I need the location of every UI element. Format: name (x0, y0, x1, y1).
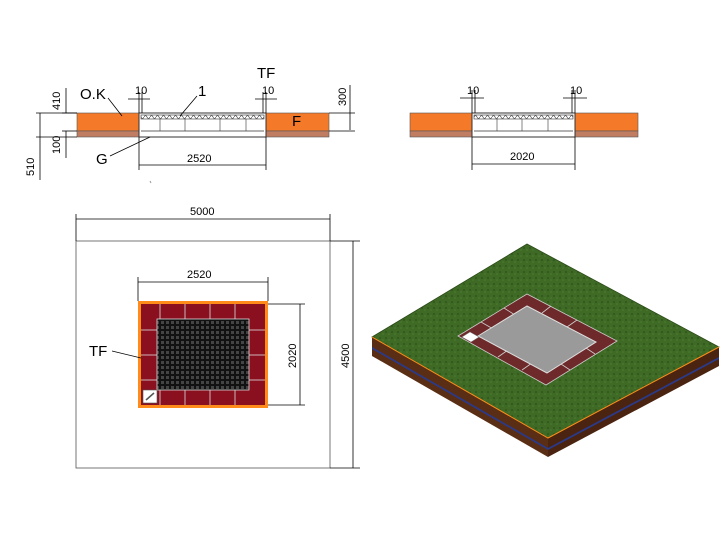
base-layer-left (76, 130, 140, 138)
svg-text:410: 410 (51, 92, 63, 110)
label-tf-plan: TF (89, 343, 107, 360)
svg-text:5000: 5000 (190, 206, 214, 218)
isometric-view (371, 243, 720, 457)
svg-text:100: 100 (51, 136, 63, 154)
front-dimension-10-left: 10 (460, 85, 484, 113)
dimension-2520-plan: 2520 (137, 269, 269, 301)
iso-jump-mat (476, 305, 598, 374)
dimension-510: 510 (25, 112, 77, 180)
label-g: G (96, 151, 108, 168)
front-dimension-10-right: 10 (563, 85, 587, 113)
dimension-5000: 5000 (75, 206, 331, 241)
trampoline-section (138, 112, 267, 138)
iso-right-side (548, 347, 719, 457)
leader-ok (107, 97, 123, 117)
front-section-view: 10 10 2020 (409, 85, 639, 170)
dimension-10-right: 10 (255, 85, 277, 113)
svg-text:2020: 2020 (510, 151, 534, 163)
svg-text:2520: 2520 (187, 153, 211, 165)
label-1: 1 (198, 83, 206, 100)
svg-text:2020: 2020 (287, 344, 299, 368)
iso-left-side (372, 337, 548, 457)
iso-corner-plate (461, 331, 480, 343)
label-tf-top: TF (257, 65, 275, 82)
front-dimension-2020: 2020 (471, 137, 576, 170)
leader-g (109, 136, 151, 157)
dimension-10-left: 10 (128, 85, 150, 113)
plan-view: 5000 4500 (75, 206, 360, 469)
jump-mat (156, 318, 250, 391)
side-section-view: 10 10 410 100 510 3 (25, 65, 355, 180)
svg-text:510: 510 (25, 158, 37, 176)
leader-1 (179, 95, 198, 117)
svg-text:10: 10 (467, 85, 479, 97)
svg-text:2520: 2520 (187, 269, 211, 281)
svg-text:10: 10 (135, 85, 147, 97)
trampoline-frame-plan (138, 301, 268, 408)
soil-layer-left (76, 112, 140, 132)
dimension-2020-plan: 2020 (268, 303, 305, 406)
svg-text:10: 10 (570, 85, 582, 97)
leader-tf-plan (111, 350, 142, 359)
svg-text:300: 300 (337, 88, 349, 106)
dimension-410: 410 (51, 88, 77, 114)
dimension-300: 300 (329, 85, 355, 132)
svg-text:10: 10 (262, 85, 274, 97)
dimension-100: 100 (51, 130, 77, 158)
base-layer-right (265, 130, 330, 138)
label-f: F (292, 113, 301, 130)
label-ok: O.K (80, 86, 106, 103)
dimension-2520-section: 2520 (138, 137, 267, 170)
dimension-4500: 4500 (330, 240, 360, 469)
svg-text:4500: 4500 (340, 344, 352, 368)
